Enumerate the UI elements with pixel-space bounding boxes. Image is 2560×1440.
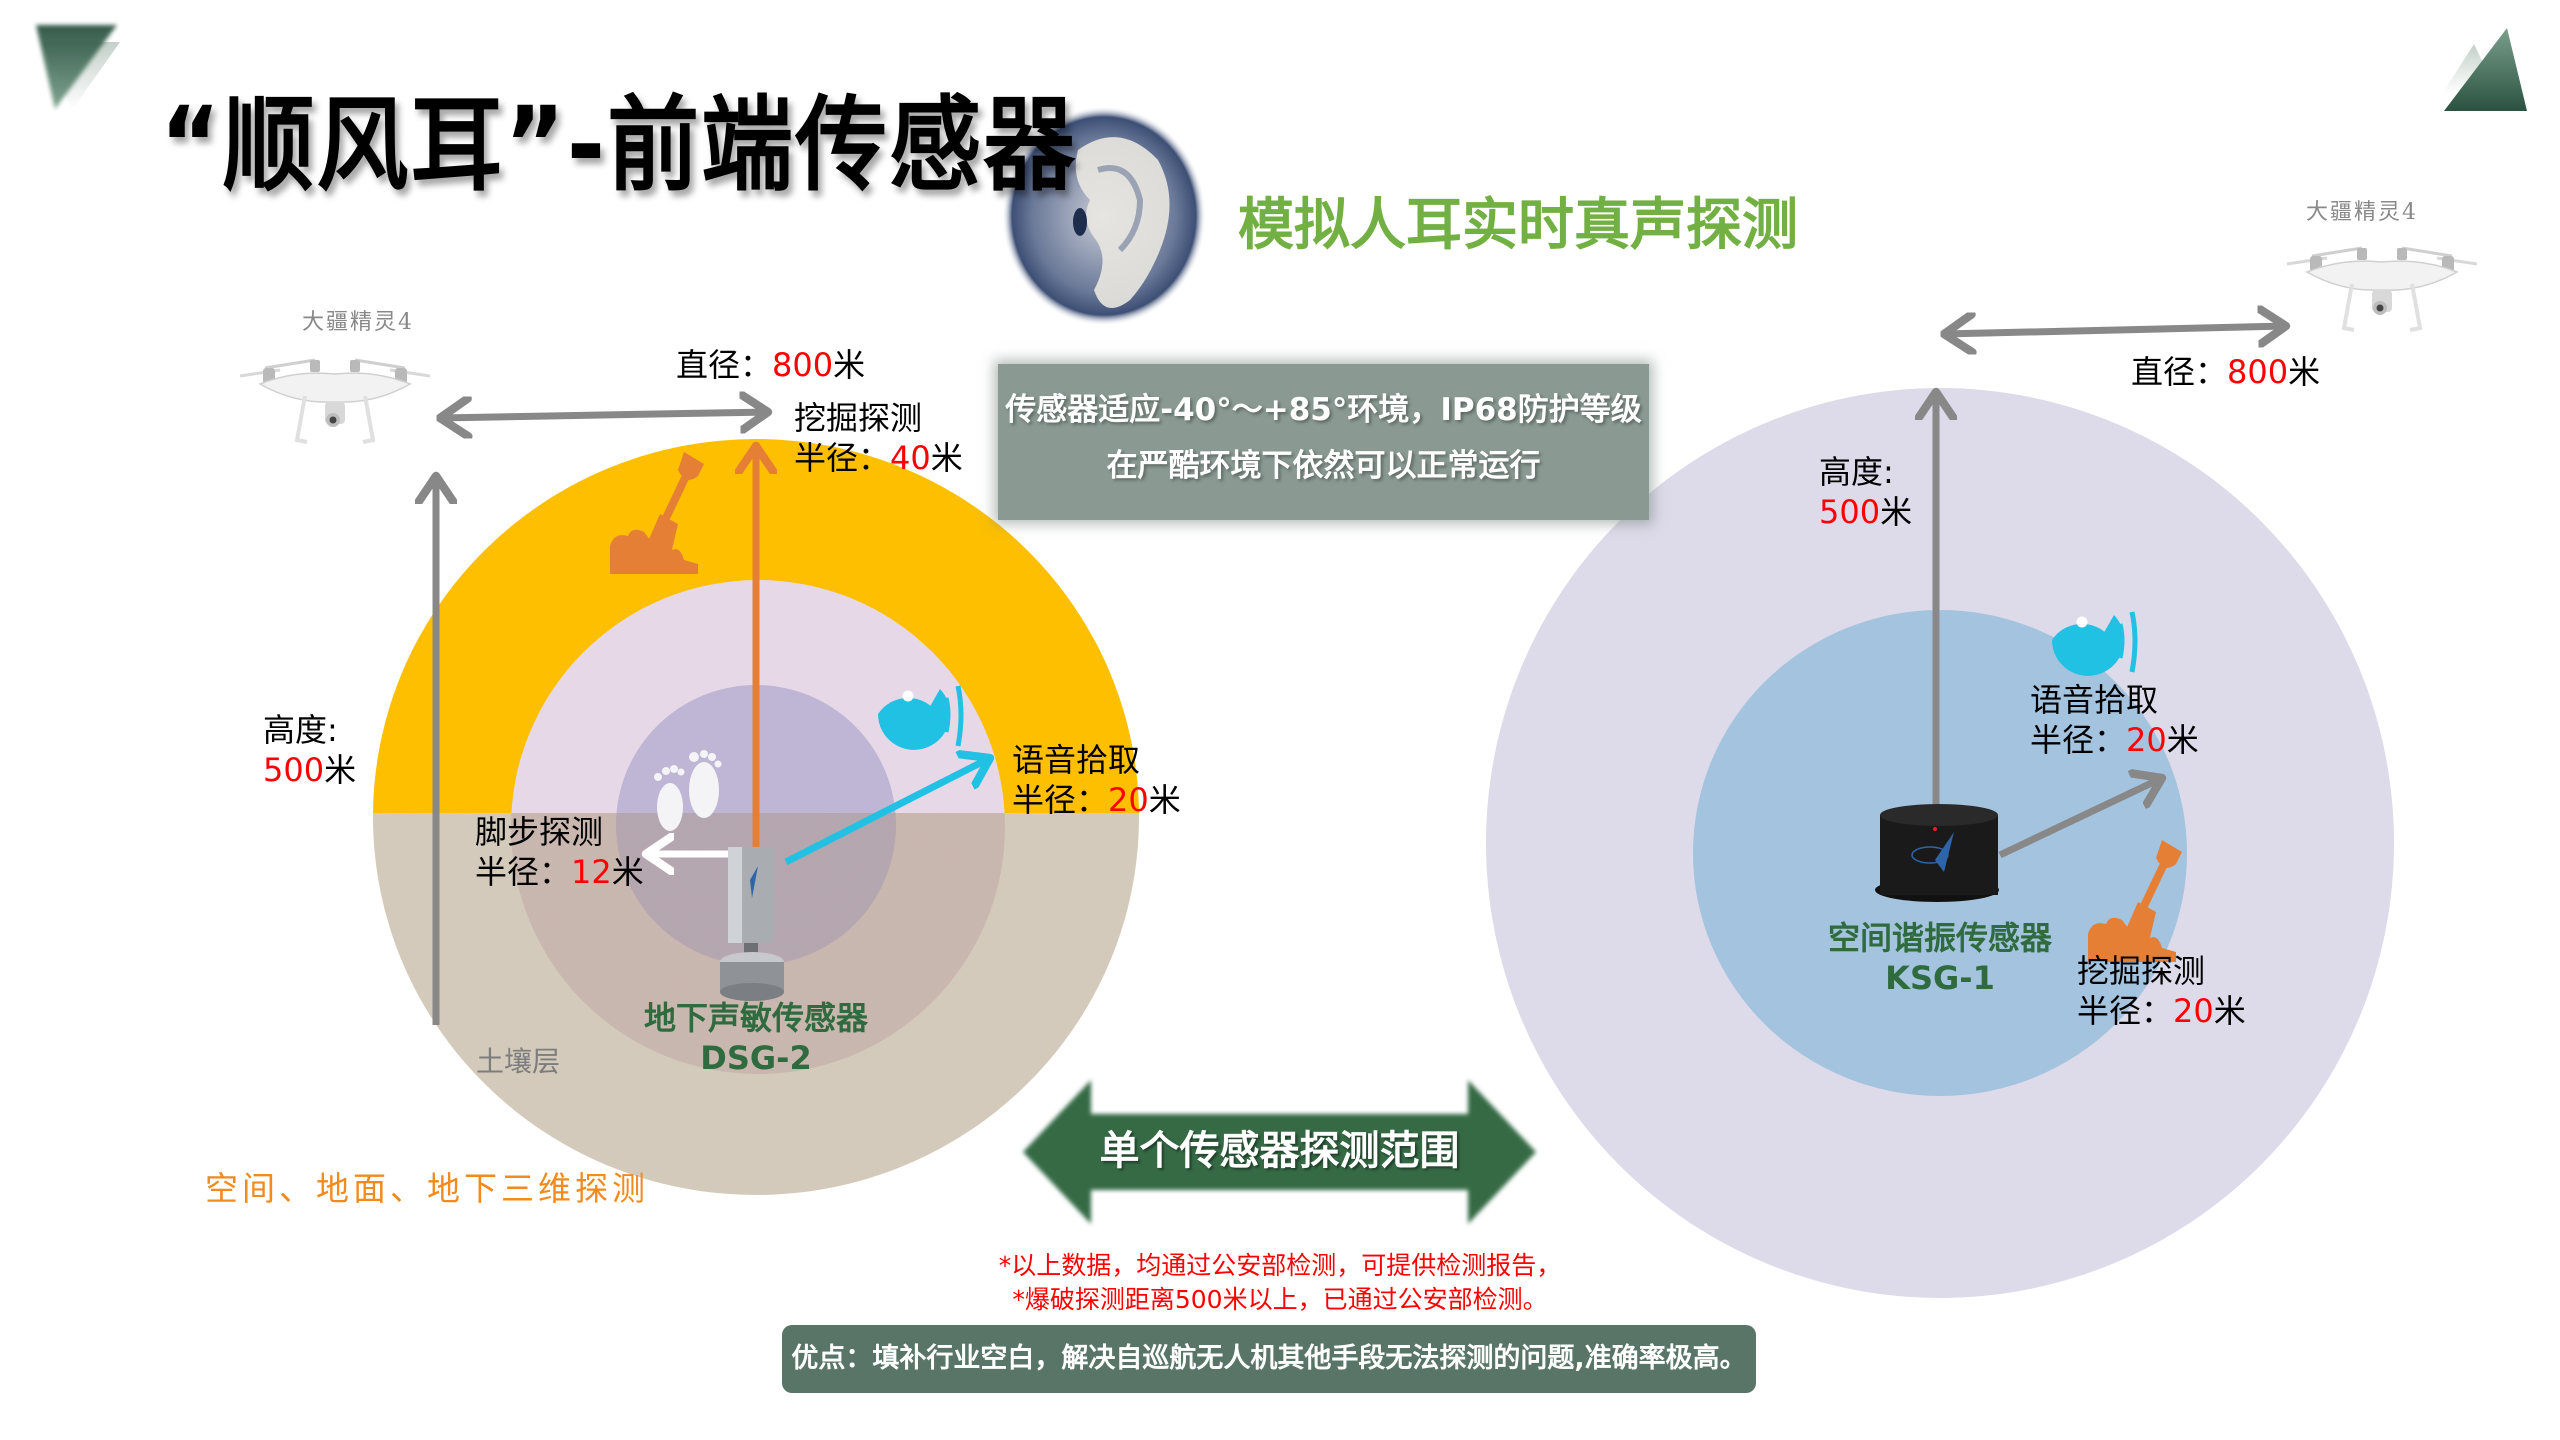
drone-icon — [2285, 246, 2479, 332]
drone-icon — [238, 358, 432, 444]
detection-range-label: 单个传感器探测范围 — [1099, 1128, 1460, 1174]
note-line-1: *以上数据，均通过公安部检测，可提供检测报告， — [998, 1251, 1562, 1280]
right-diameter-label: 直径：800米 — [2131, 353, 2321, 391]
ksg1-sensor-label: 空间谐振传感器 KSG-1 — [1827, 919, 2052, 997]
right-drone-label: 大疆精灵4 — [2306, 200, 2418, 225]
right-voice-label: 语音拾取 半径：20米 — [2030, 681, 2199, 759]
corner-logo-right — [2442, 28, 2527, 111]
ksg1-sensor-image — [1875, 804, 1999, 902]
right-dig-label: 挖掘探测 半径：20米 — [2077, 952, 2246, 1030]
spec-info-box: 传感器适应-40°～+85°环境，IP68防护等级 在严酷环境下依然可以正常运行 — [998, 364, 1649, 520]
right-height-label: 高度: 500米 — [1819, 453, 1913, 531]
left-diameter-label: 直径：800米 — [676, 346, 866, 384]
left-footstep-label: 脚步探测 半径：12米 — [475, 813, 644, 891]
spec-line-1: 传感器适应-40°～+85°环境，IP68防护等级 — [1005, 392, 1642, 428]
footprints-icon — [654, 750, 722, 831]
ear-image — [1002, 106, 1206, 326]
voice-arrow — [784, 758, 990, 866]
dsg2-sensor-label: 地下声敏传感器 DSG-2 — [643, 999, 868, 1077]
page-title: “顺风耳”-前端传感器 — [160, 85, 1078, 206]
spec-line-2: 在严酷环境下依然可以正常运行 — [1106, 448, 1541, 484]
page-subtitle: 模拟人耳实时真声探测 — [1238, 193, 1798, 258]
three-dimension-tagline: 空间、地面、地下三维探测 — [205, 1169, 649, 1208]
diameter-arrow — [440, 412, 768, 418]
left-height-label: 高度: 500米 — [263, 711, 357, 789]
note-line-2: *爆破探测距离500米以上，已通过公安部检测。 — [1012, 1285, 1548, 1314]
dsg2-sensor-image — [720, 847, 784, 1001]
corner-logo-left — [36, 25, 120, 110]
left-drone-label: 大疆精灵4 — [302, 310, 414, 335]
left-voice-label: 语音拾取 半径：20米 — [1012, 741, 1181, 819]
radius-arrow — [1998, 778, 2162, 859]
left-dig-label: 挖掘探测 半径：40米 — [794, 399, 963, 477]
advantage-bar: 优点：填补行业空白，解决自巡航无人机其他手段无法探测的问题,准确率极高。 — [782, 1325, 1756, 1393]
center-double-arrow — [1023, 1080, 1536, 1224]
soil-layer-label: 土壤层 — [476, 1045, 561, 1078]
right-detection-diagram — [1486, 246, 2479, 1298]
diameter-arrow — [1944, 326, 2286, 334]
